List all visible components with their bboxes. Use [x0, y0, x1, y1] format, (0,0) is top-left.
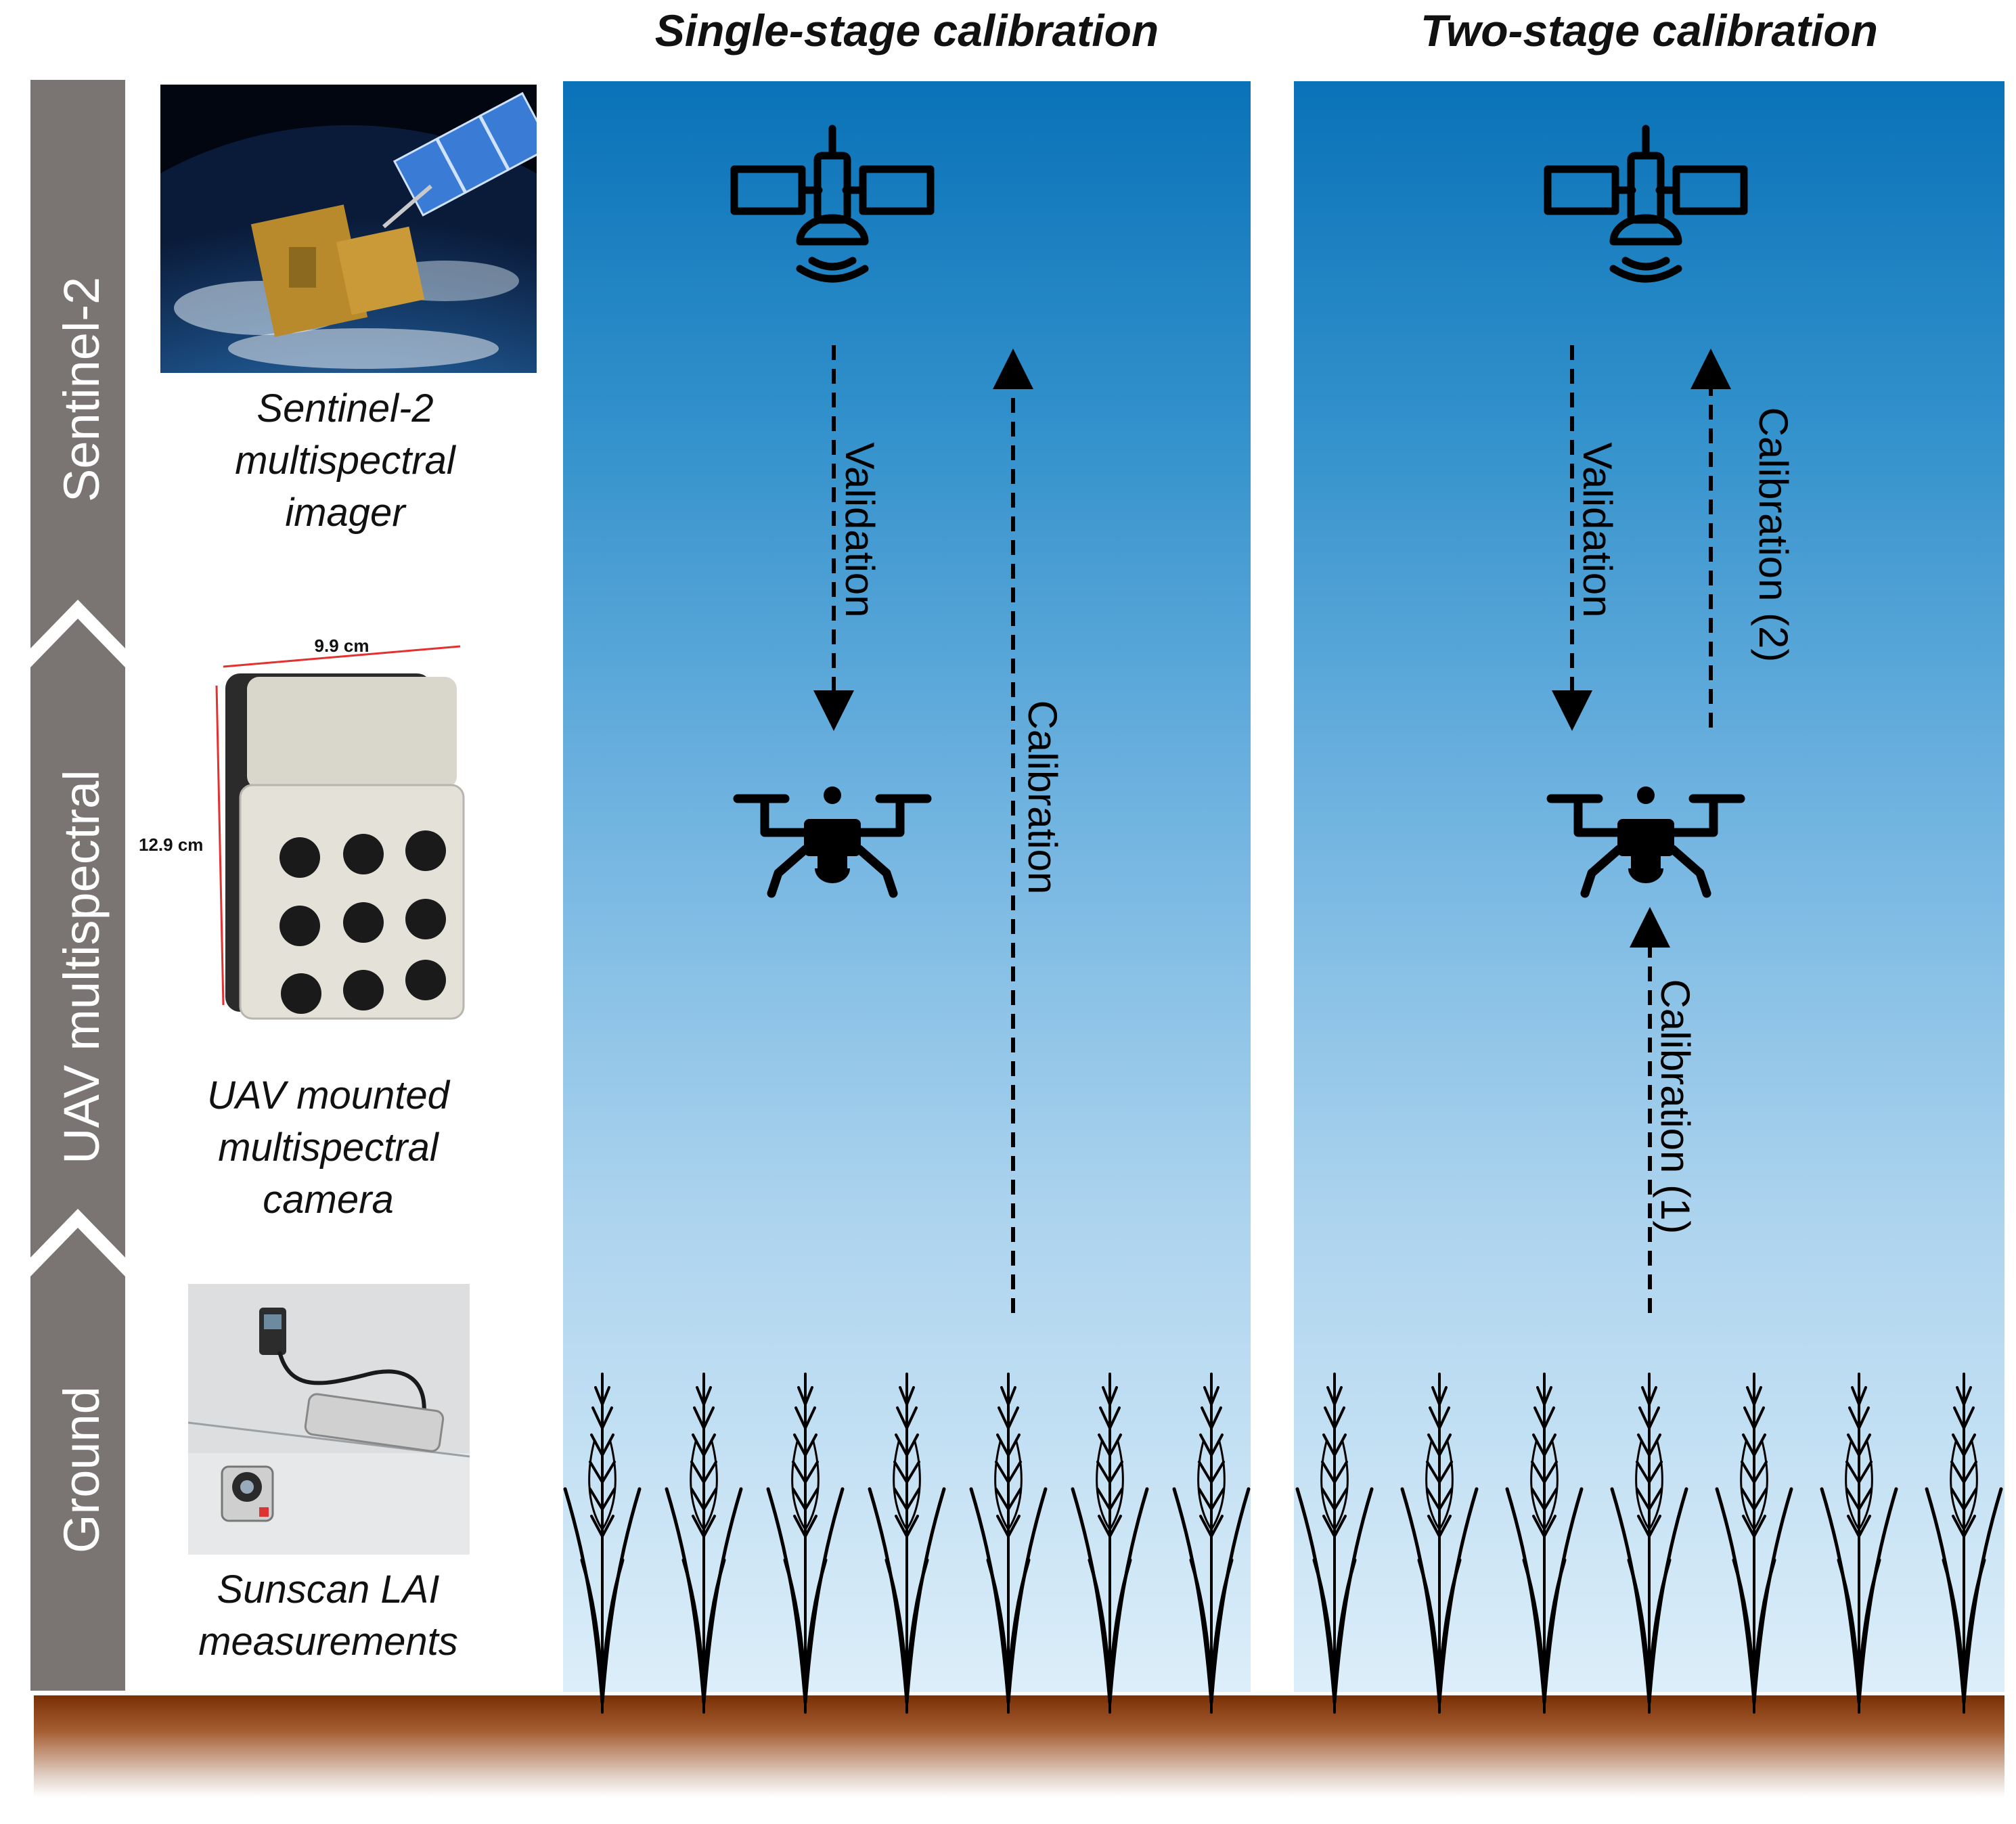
wheat-plant-icon [1073, 1374, 1147, 1712]
caption-uav-line2: multispectral [218, 1126, 439, 1170]
caption-ground: Sunscan LAI measurements [169, 1563, 487, 1668]
caption-uav-line3: camera [263, 1178, 394, 1222]
camera-height-label: 12.9 cm [139, 835, 203, 855]
wheat-plant-icon [1612, 1374, 1686, 1712]
wheat-row-single [565, 1374, 1249, 1712]
title-two-stage: Two-stage calibration [1420, 5, 1878, 55]
caption-uav-line1: UAV mounted [207, 1073, 449, 1117]
wheat-plant-icon [1297, 1374, 1372, 1712]
wheat-plant-icon [565, 1374, 640, 1712]
wheat-plant-icon [1927, 1374, 2001, 1712]
wheat-plant-icon [1507, 1374, 1582, 1712]
caption-sentinel: Sentinel-2 multispectral imager [189, 382, 501, 539]
stage-segment-uav [30, 619, 125, 1258]
wheat-plant-icon [870, 1374, 944, 1712]
title-single-stage: Single-stage calibration [654, 5, 1159, 55]
camera-width-label: 9.9 cm [315, 636, 369, 656]
caption-ground-line2: measurements [198, 1620, 458, 1664]
label-validation-single: Validation [837, 442, 882, 618]
caption-sentinel-line1: Sentinel-2 [256, 386, 434, 430]
stage-segment-sentinel [30, 80, 125, 648]
satellite-icon [1548, 129, 1744, 279]
multispectral-camera-image: 9.9 cm 12.9 cm [139, 636, 465, 1020]
drone-icon [738, 786, 927, 893]
wheat-plant-icon [1822, 1374, 1896, 1712]
soil-ground [34, 1695, 2004, 1797]
label-calibration-single: Calibration [1020, 700, 1065, 895]
caption-ground-line1: Sunscan LAI [217, 1567, 440, 1611]
sunscan-device-image [188, 1284, 470, 1555]
drone-icon [1551, 786, 1741, 893]
wheat-plant-icon [1717, 1374, 1791, 1712]
caption-sentinel-line3: imager [285, 491, 405, 535]
earth-satellite-image [160, 85, 537, 373]
caption-sentinel-line2: multispectral [235, 439, 455, 483]
wheat-plant-icon [667, 1374, 741, 1712]
wheat-plant-icon [768, 1374, 843, 1712]
wheat-plant-icon [971, 1374, 1046, 1712]
label-calibration-2: Calibration (2) [1751, 407, 1796, 663]
stage-segment-ground [30, 1228, 125, 1691]
label-calibration-1: Calibration (1) [1653, 979, 1698, 1234]
wheat-plant-icon [1174, 1374, 1249, 1712]
satellite-icon [734, 129, 931, 279]
wheat-plant-icon [1402, 1374, 1477, 1712]
label-validation-two: Validation [1575, 442, 1620, 618]
stage-bar [30, 80, 125, 1691]
caption-uav: UAV mounted multispectral camera [169, 1069, 487, 1226]
wheat-row-two [1297, 1374, 2001, 1712]
